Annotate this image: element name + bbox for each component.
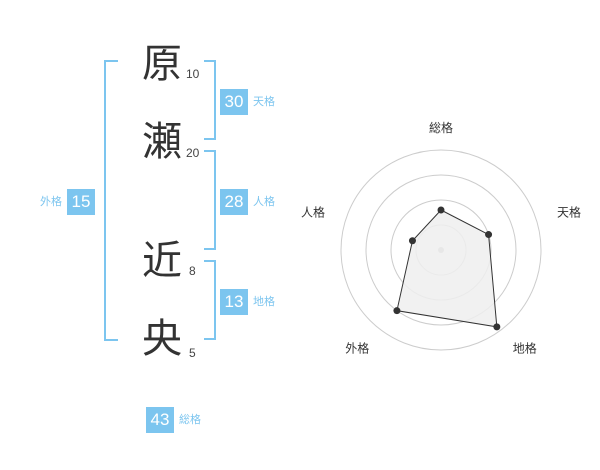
radar-rings (340, 149, 542, 351)
chikaku-label: 地格 (253, 295, 275, 308)
radar-center (438, 247, 444, 253)
stroke-count-1: 10 (186, 67, 200, 81)
tenkaku-value: 30 (220, 89, 248, 115)
gaikaku-bracket (104, 60, 118, 341)
radar-point-1 (437, 206, 445, 214)
radar-ring (390, 199, 492, 301)
stroke-count-4: 5 (189, 346, 196, 360)
radar-point-5 (408, 237, 416, 245)
radar-axis-label-5: 人格 (301, 204, 325, 219)
jinkaku-value: 28 (220, 189, 248, 215)
tenkaku-bracket (204, 60, 216, 140)
soukaku-label: 総格 (179, 413, 201, 426)
jinkaku-label: 人格 (253, 195, 275, 208)
name-char-3: 近 (142, 238, 182, 284)
tenkaku-label: 天格 (253, 95, 275, 108)
radar-point-4 (393, 307, 401, 315)
gaikaku-score: 外格 15 (40, 189, 95, 215)
chikaku-bracket (204, 260, 216, 340)
radar-point-2 (485, 231, 493, 239)
name-char-2: 瀬 (142, 119, 182, 165)
radar-point-3 (493, 323, 501, 331)
stroke-count-2: 20 (186, 146, 200, 160)
stroke-count-3: 8 (189, 264, 196, 278)
radar-ring (340, 149, 542, 351)
chikaku-value: 13 (220, 289, 248, 315)
radar-axis-label-2: 天格 (557, 204, 581, 219)
radar-axis-label-1: 総格 (429, 120, 453, 135)
radar-points (393, 206, 501, 331)
soukaku-value: 43 (146, 407, 174, 433)
gaikaku-value: 15 (67, 189, 95, 215)
name-char-1: 原 (142, 41, 182, 87)
radar-ring (365, 174, 517, 326)
gaikaku-label: 外格 (40, 195, 62, 208)
radar-axis-label-3: 地格 (513, 341, 537, 356)
jinkaku-score: 28 人格 (220, 189, 275, 215)
name-char-4: 央 (142, 316, 182, 362)
tenkaku-score: 30 天格 (220, 89, 275, 115)
soukaku-score: 43 総格 (146, 407, 201, 433)
radar-axis-label-4: 外格 (345, 341, 369, 356)
radar-area (396, 209, 498, 328)
chikaku-score: 13 地格 (220, 289, 275, 315)
radar-ring (415, 224, 467, 276)
jinkaku-bracket (204, 150, 216, 250)
